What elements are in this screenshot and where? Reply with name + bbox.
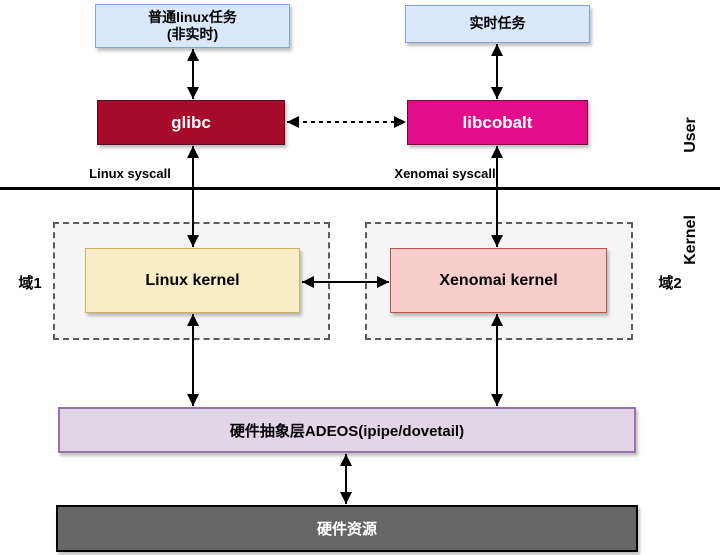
user-kernel-separator-line (0, 187, 720, 190)
adeos-label: 硬件抽象层ADEOS(ipipe/dovetail) (229, 422, 465, 440)
xenomai-kernel-box: Xenomai kernel (390, 248, 607, 313)
hardware-resources-box: 硬件资源 (56, 505, 638, 552)
hardware-label: 硬件资源 (316, 521, 377, 538)
glibc-box: glibc (97, 100, 285, 145)
normal-task-line2: (非实时) (166, 26, 219, 42)
domain1-label: 域1 (18, 275, 42, 292)
xenomai-kernel-label: Xenomai kernel (439, 271, 558, 289)
linux-kernel-label: Linux kernel (145, 271, 240, 289)
linux-syscall-label: Linux syscall (89, 166, 171, 181)
user-side-label: User (682, 117, 699, 153)
normal-task-line1: 普通linux任务 (148, 8, 237, 25)
realtime-task-box: 实时任务 (405, 5, 590, 43)
linux-kernel-box: Linux kernel (85, 248, 300, 313)
adeos-layer-box: 硬件抽象层ADEOS(ipipe/dovetail) (58, 407, 636, 453)
glibc-label: glibc (171, 112, 211, 132)
kernel-side-label: Kernel (682, 215, 699, 265)
libcobalt-box: libcobalt (407, 100, 588, 145)
realtime-task-label: 实时任务 (469, 15, 526, 32)
xenomai-syscall-label: Xenomai syscall (394, 166, 496, 181)
libcobalt-label: libcobalt (462, 112, 533, 132)
domain2-label: 域2 (658, 275, 682, 292)
normal-linux-task-box: 普通linux任务 (非实时) (95, 4, 290, 48)
